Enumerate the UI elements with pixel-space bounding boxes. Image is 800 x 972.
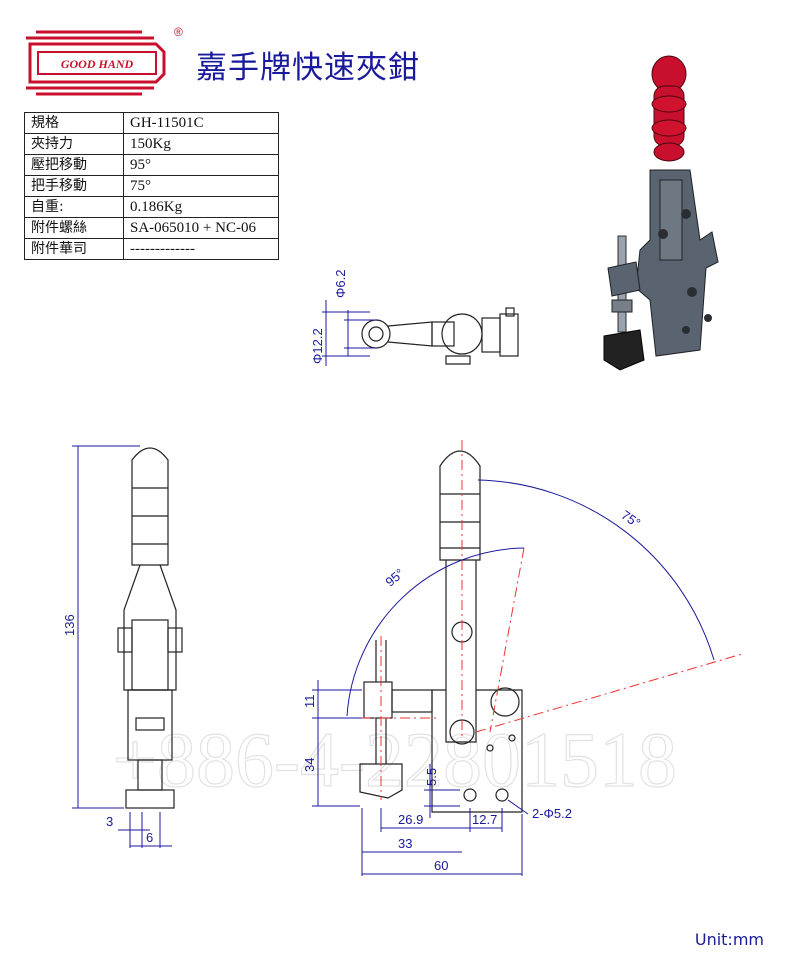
side-view-dimensions — [312, 479, 715, 876]
top-view — [361, 307, 519, 365]
spec-row: 自重:0.186Kg — [24, 196, 279, 218]
dim-holes: 2-Φ5.2 — [532, 806, 572, 821]
top-view-dimensions — [322, 300, 376, 366]
product-3d-render — [603, 55, 719, 371]
spec-row: 附件華司------------- — [24, 238, 279, 260]
logo-text: GOOD HAND — [61, 57, 134, 71]
dim-w-33: 33 — [398, 836, 412, 851]
dim-h-34: 34 — [302, 758, 317, 772]
dim-width-6: 6 — [146, 830, 153, 845]
dim-angle-75: 75° — [619, 507, 644, 530]
spec-label: 附件華司 — [24, 238, 124, 260]
spec-value: 150Kg — [123, 133, 279, 155]
spec-value: 0.186Kg — [123, 196, 279, 218]
dim-h-11: 11 — [302, 695, 317, 709]
dim-width-3: 3 — [106, 814, 113, 829]
spec-value: SA-065010 + NC-06 — [123, 217, 279, 239]
dim-angle-95: 95° — [382, 565, 407, 589]
end-view — [117, 447, 183, 809]
end-view-dimensions — [72, 445, 172, 848]
dim-w-26-9: 26.9 — [398, 812, 423, 827]
spec-value: GH-11501C — [123, 112, 279, 134]
dim-w-60: 60 — [434, 858, 448, 873]
page-title: 嘉手牌快速夾鉗 — [196, 50, 420, 86]
side-view — [359, 450, 523, 813]
dim-h-5-5: 5.5 — [424, 768, 439, 786]
dim-dia-12-2: Φ12.2 — [310, 328, 325, 364]
registered-mark: ® — [174, 25, 183, 39]
center-lines — [340, 440, 743, 800]
dim-dia-6-2: Φ6.2 — [333, 270, 348, 298]
dim-height-136: 136 — [62, 614, 77, 636]
spec-label: 自重: — [24, 196, 124, 218]
spec-value: ------------- — [123, 238, 279, 260]
dim-w-12-7: 12.7 — [472, 812, 497, 827]
unit-label: Unit:mm — [694, 930, 764, 949]
watermark-phone: +886-4-22801518 — [113, 716, 677, 803]
spec-label: 把手移動 — [24, 175, 124, 197]
good-hand-logo: GOOD HAND ® — [26, 25, 183, 96]
